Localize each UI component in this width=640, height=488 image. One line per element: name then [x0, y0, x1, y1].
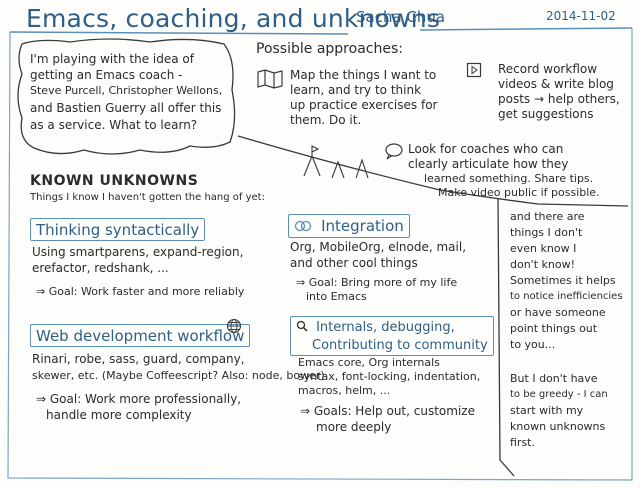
- sidenote-line: to notice inefficiencies: [510, 291, 623, 302]
- approach-map-line: them. Do it.: [290, 113, 362, 127]
- section-webdev-goal: handle more complexity: [46, 408, 192, 422]
- link-chain-icon: [294, 217, 312, 236]
- section-syntax-line: erefactor, redshank, ...: [32, 261, 169, 275]
- section-internals-goal: ⇒ Goals: Help out, customize: [300, 404, 475, 418]
- globe-icon: [226, 318, 242, 334]
- map-icon: [257, 69, 283, 89]
- section-integration-line: and other cool things: [290, 256, 418, 270]
- section-internals-box: Internals, debugging, Contributing to co…: [290, 316, 494, 356]
- section-webdev-goal: ⇒ Goal: Work more professionally,: [36, 392, 242, 406]
- intro-line: Steve Purcell, Christopher Wellons,: [30, 84, 223, 97]
- section-integration-goal: into Emacs: [306, 290, 367, 303]
- section-syntax-goal: ⇒ Goal: Work faster and more reliably: [36, 285, 245, 298]
- sidenote-line: things I don't: [510, 226, 583, 239]
- sidenote-line: don't know!: [510, 258, 575, 271]
- approach-map-line: Map the things I want to: [290, 68, 437, 82]
- intro-line: and Bastien Guerry all offer this: [30, 101, 222, 115]
- section-syntax-box: Thinking syntactically: [30, 218, 206, 241]
- sidenote-line: start with my: [510, 404, 584, 417]
- section-internals-title: Internals, debugging,: [316, 320, 455, 335]
- section-syntax-title: Thinking syntactically: [36, 221, 200, 239]
- approach-coaches-line: clearly articulate how they: [408, 157, 569, 171]
- speech-bubble-icon: [385, 143, 403, 160]
- section-integration-line: Org, MobileOrg, elnode, mail,: [290, 240, 467, 254]
- section-integration-goal: ⇒ Goal: Bring more of my life: [296, 276, 458, 289]
- sidenote-line: to you...: [510, 338, 556, 351]
- sidenote-line: But I don't have: [510, 372, 598, 385]
- section-webdev-box: Web development workflow: [30, 324, 251, 347]
- section-integration-box: Integration: [288, 214, 410, 238]
- page-date: 2014-11-02: [546, 9, 616, 23]
- sidenote-line: and there are: [510, 210, 585, 223]
- author-name: Sacha Chua: [356, 8, 446, 26]
- sidenote-line: or have someone: [510, 306, 606, 319]
- sidenote-line: known unknowns: [510, 420, 606, 433]
- section-internals-line: Emacs core, Org internals: [298, 356, 440, 369]
- known-unknowns-subheading: Things I know I haven't gotten the hang …: [30, 192, 265, 203]
- section-webdev-title: Web development workflow: [36, 327, 245, 345]
- section-internals-goal: more deeply: [316, 420, 392, 434]
- section-integration-title: Integration: [321, 217, 404, 235]
- intro-line: as a service. What to learn?: [30, 118, 198, 132]
- video-play-icon: [466, 62, 482, 78]
- intro-line: I'm playing with the idea of: [30, 52, 194, 66]
- approach-record-line: Record workflow: [498, 62, 598, 76]
- approach-record-line: get suggestions: [498, 107, 594, 121]
- approaches-heading: Possible approaches:: [256, 41, 403, 57]
- section-internals-title: Contributing to community: [312, 338, 488, 353]
- approach-map-line: up practice exercises for: [290, 98, 438, 112]
- known-unknowns-heading: KNOWN UNKNOWNS: [30, 173, 199, 189]
- approach-coaches-line: learned something. Share tips.: [424, 172, 594, 185]
- section-internals-line: macros, helm, ...: [298, 384, 391, 397]
- magnifier-icon: [296, 319, 308, 335]
- approach-record-line: posts → help others,: [498, 92, 620, 106]
- sidenote-line: Sometimes it helps: [510, 274, 616, 287]
- intro-line: getting an Emacs coach -: [30, 68, 183, 82]
- approach-record-line: videos & write blog: [498, 77, 614, 91]
- section-internals-line: syntax, font-locking, indentation,: [298, 370, 481, 383]
- section-syntax-line: Using smartparens, expand-region,: [32, 245, 244, 259]
- mountain-flag-icon: [303, 145, 369, 179]
- approach-map-line: learn, and try to think: [290, 83, 422, 97]
- sidenote-line: first.: [510, 436, 535, 449]
- approach-coaches-line: Make video public if possible.: [438, 186, 600, 199]
- sidenote-line: to be greedy - I can: [510, 389, 608, 400]
- section-webdev-line: Rinari, robe, sass, guard, company,: [32, 352, 245, 366]
- sidenote-line: point things out: [510, 322, 598, 335]
- section-webdev-line: skewer, etc. (Maybe Coffeescript? Also: …: [32, 369, 325, 382]
- sidenote-line: even know I: [510, 242, 577, 255]
- page-title: Emacs, coaching, and unknowns: [26, 4, 441, 33]
- approach-coaches-line: Look for coaches who can: [408, 142, 564, 156]
